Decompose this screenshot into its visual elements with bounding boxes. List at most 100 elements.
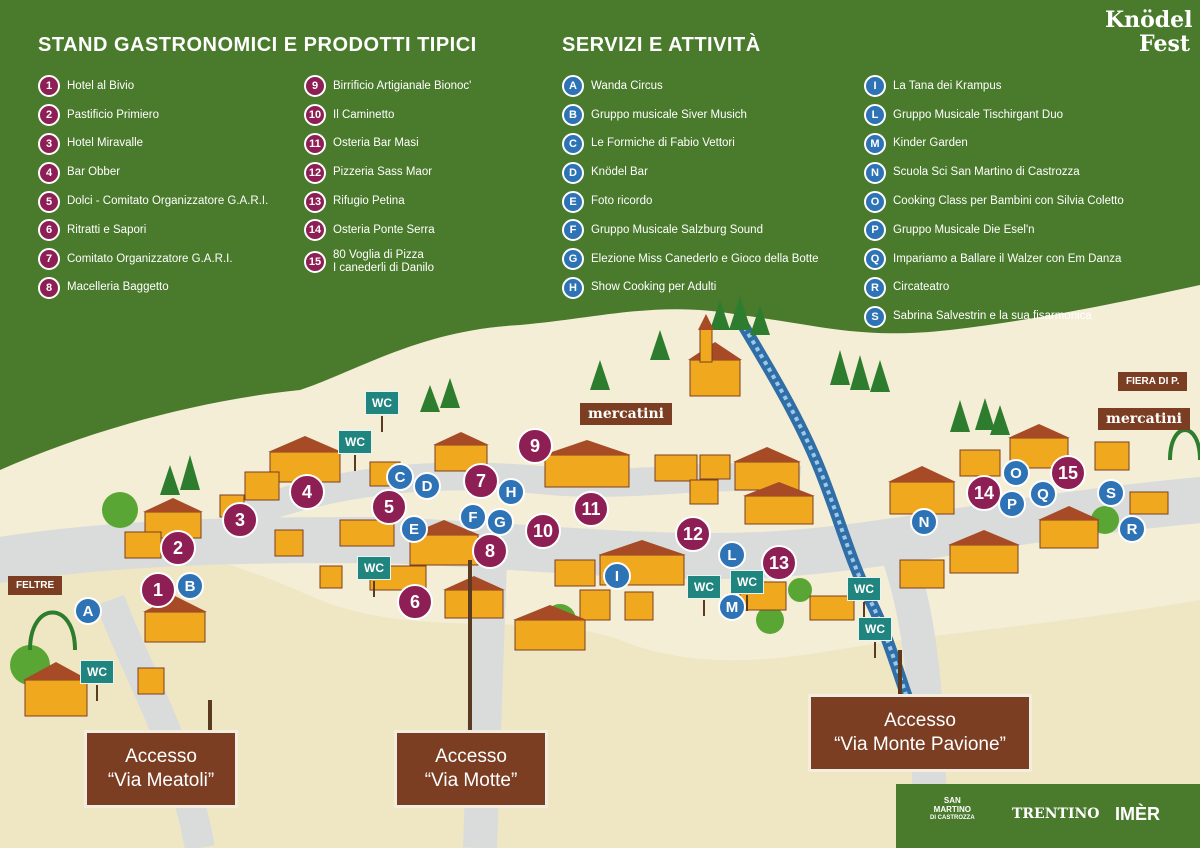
logo-line-1: Knödel: [1105, 7, 1193, 33]
service-marker: G: [486, 508, 514, 536]
service-badge: F: [562, 219, 584, 242]
access-sign-meatoli: Accesso “Via Meatoli”: [84, 730, 238, 808]
service-badge: H: [562, 276, 584, 299]
service-badge: G: [562, 248, 584, 271]
service-marker: C: [386, 463, 414, 491]
sponsor-text: MARTINO: [933, 805, 971, 814]
food-stand-marker: 1: [140, 572, 176, 608]
legend-label: Hotel Miravalle: [67, 137, 143, 150]
wc-sign: WC: [365, 391, 399, 432]
legend-label-line: Dolci - Comitato Organizzatore G.A.R.I.: [67, 195, 269, 208]
legend-label: Rifugio Petina: [333, 195, 405, 208]
legend-label-line: Gruppo musicale Siver Musich: [591, 108, 747, 121]
service-marker: M: [718, 593, 746, 621]
legend-label-line: Le Formiche di Fabio Vettori: [591, 137, 735, 150]
legend-label: Gruppo musicale Siver Musich: [591, 109, 747, 122]
service-badge: O: [864, 190, 886, 213]
access-line-1: Accesso: [884, 710, 956, 731]
access-sign-monte-pavione: Accesso “Via Monte Pavione”: [808, 694, 1032, 772]
service-marker: R: [1118, 515, 1146, 543]
food-stand-badge: 5: [38, 190, 60, 213]
food-stand-marker: 15: [1050, 455, 1086, 491]
service-badge: N: [864, 161, 886, 184]
food-stand-badge: 15: [304, 250, 326, 273]
legend-label: Cooking Class per Bambini con Silvia Col…: [893, 195, 1124, 208]
food-stand-marker: 2: [160, 530, 196, 566]
wc-sign: WC: [730, 570, 764, 611]
service-marker: Q: [1029, 480, 1057, 508]
legend-label-line: Hotel Miravalle: [67, 137, 144, 150]
sponsor-text: DI CASTROZZA: [930, 815, 975, 821]
food-stand-marker: 5: [371, 489, 407, 525]
main-street: [0, 477, 1200, 583]
legend-label: Il Caminetto: [333, 109, 394, 122]
legend-label-line: I canederli di Danilo: [333, 261, 435, 274]
legend-label: Hotel al Bivio: [67, 80, 134, 93]
legend-label: Wanda Circus: [591, 80, 663, 93]
wc-sign: WC: [80, 660, 114, 701]
food-stand-badge: 9: [304, 75, 326, 98]
legend-label-line: Circateatro: [893, 281, 950, 294]
service-marker: P: [998, 490, 1026, 518]
food-stand-badge: 8: [38, 276, 60, 299]
food-stand-badge: 2: [38, 104, 60, 127]
service-badge: D: [562, 161, 584, 184]
legend-label: Show Cooking per Adulti: [591, 281, 716, 294]
food-stand-badge: 1: [38, 75, 60, 98]
sign-posts: [208, 560, 902, 740]
food-stand-badge: 3: [38, 132, 60, 155]
service-marker: E: [400, 515, 428, 543]
knodel-fest-logo: Knödel Fest: [1105, 7, 1193, 56]
road-meatoli: [95, 594, 215, 848]
service-badge: A: [562, 75, 584, 98]
service-marker: B: [176, 572, 204, 600]
legend-label: Scuola Sci San Martino di Castrozza: [893, 166, 1080, 179]
direction-sign-fiera: FIERA DI P.: [1118, 372, 1188, 391]
service-badge: B: [562, 104, 584, 127]
legend-item: A Wanda Circus: [562, 72, 819, 101]
service-badge: L: [864, 104, 886, 127]
legend-label: Foto ricordo: [591, 195, 652, 208]
legend-item: O Cooking Class per Bambini con Silvia Co…: [864, 187, 1124, 216]
legend-label-line: Cooking Class per Bambini con Silvia Col…: [893, 195, 1124, 208]
legend-label-line: Osteria Bar Masi: [333, 137, 419, 150]
legend-label: Dolci - Comitato Organizzatore G.A.R.I.: [67, 195, 268, 208]
legend-item: 10 Il Caminetto: [304, 101, 471, 130]
service-badge: I: [864, 75, 886, 98]
legend-label-line: Osteria Ponte Serra: [333, 223, 435, 236]
service-badge: S: [864, 305, 886, 328]
legend-label: Sabrina Salvestrin e la sua fisarmonica: [893, 310, 1092, 323]
sponsor-trentino-logo: TRENTINO: [1012, 806, 1100, 822]
food-stand-badge: 14: [304, 219, 326, 242]
legend-label: Pizzeria Sass Maor: [333, 166, 432, 179]
legend-label-line: Wanda Circus: [591, 79, 663, 92]
legend-item: B Gruppo musicale Siver Musich: [562, 101, 819, 130]
legend-label: Osteria Ponte Serra: [333, 224, 435, 237]
legend-label-line: Sabrina Salvestrin e la sua fisarmonica: [893, 310, 1092, 323]
legend-label: Osteria Bar Masi: [333, 137, 419, 150]
food-stand-badge: 10: [304, 104, 326, 127]
food-stand-badge: 12: [304, 161, 326, 184]
legend-label-line: Kinder Garden: [893, 137, 968, 150]
food-stand-marker: 7: [463, 463, 499, 499]
legend-label: Le Formiche di Fabio Vettori: [591, 137, 735, 150]
sponsor-text: SAN: [943, 796, 961, 805]
access-line-2: “Via Meatoli”: [107, 770, 215, 791]
service-marker: O: [1002, 459, 1030, 487]
legend-label: Impariamo a Ballare il Walzer con Em Dan…: [893, 253, 1121, 266]
food-stand-badge: 13: [304, 190, 326, 213]
food-stand-marker: 4: [289, 474, 325, 510]
legend-label-line: Knödel Bar: [591, 166, 648, 179]
